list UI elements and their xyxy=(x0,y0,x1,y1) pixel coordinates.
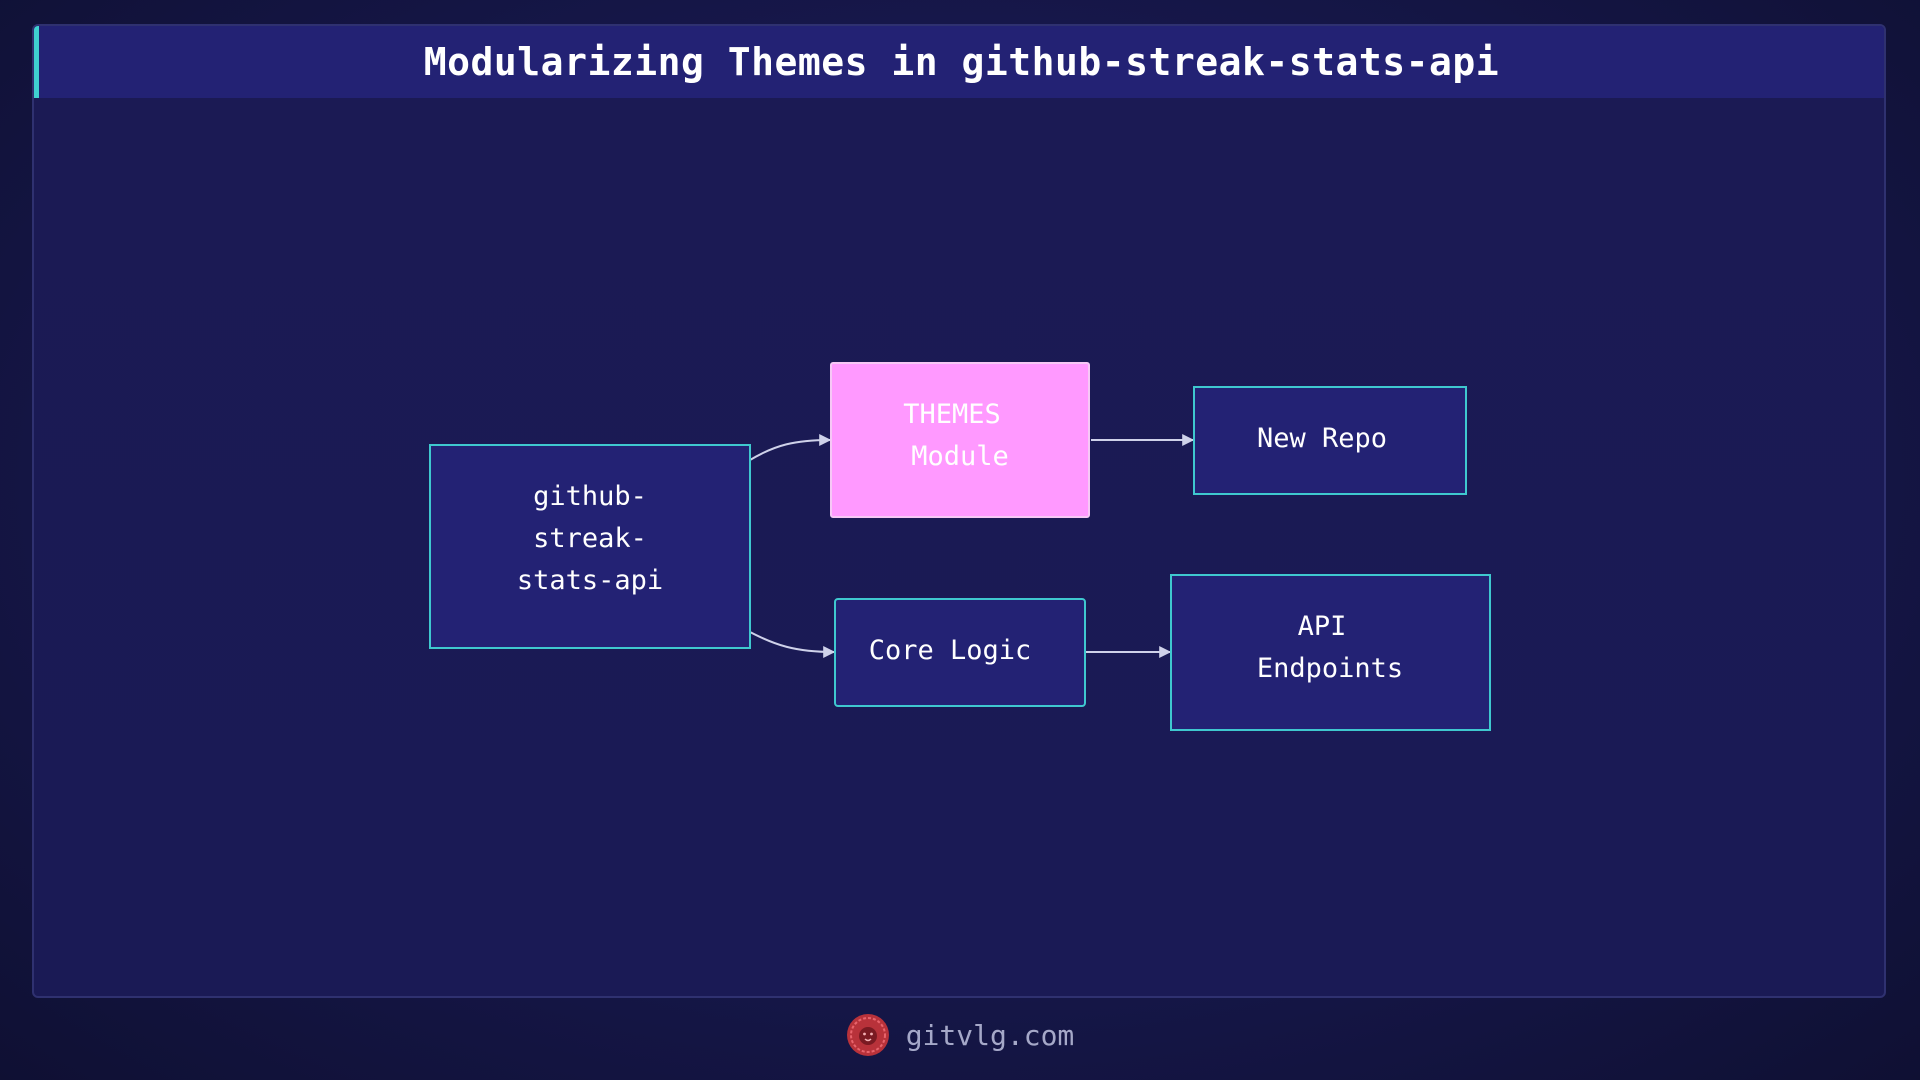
node-label-line: API xyxy=(1298,611,1347,642)
node-new-repo[interactable]: New Repo xyxy=(1193,386,1467,495)
node-label-line: THEMES xyxy=(903,399,1001,430)
node-label-line: Module xyxy=(911,441,1009,472)
node-box xyxy=(1170,574,1491,731)
page-title: Modularizing Themes in github-streak-sta… xyxy=(423,40,1500,84)
diagram-panel: Modularizing Themes in github-streak-sta… xyxy=(32,24,1886,998)
footer-site-link[interactable]: gitvlg.com xyxy=(905,1018,1075,1052)
node-label-line: streak- xyxy=(533,523,647,554)
node-label-line: Endpoints xyxy=(1257,653,1403,684)
node-core-logic[interactable]: Core Logic xyxy=(834,598,1086,707)
node-label-line: github- xyxy=(533,481,647,512)
node-box xyxy=(429,444,751,649)
node-themes-module[interactable]: THEMES Module xyxy=(830,362,1090,518)
lion-logo-icon[interactable] xyxy=(846,1013,890,1057)
node-box-highlight xyxy=(830,362,1090,518)
node-label-line: New Repo xyxy=(1257,423,1387,454)
node-api-endpoints[interactable]: API Endpoints xyxy=(1170,574,1491,731)
node-label-line: stats-api xyxy=(517,565,663,596)
node-box xyxy=(834,598,1086,707)
footer: gitvlg.com xyxy=(0,1010,1920,1060)
node-box xyxy=(1193,386,1467,495)
node-label-line: Core Logic xyxy=(869,635,1032,666)
title-bar: Modularizing Themes in github-streak-sta… xyxy=(34,26,1884,98)
node-github-streak-stats-api[interactable]: github- streak- stats-api xyxy=(429,444,751,649)
edge-repo-themes xyxy=(749,434,832,461)
edge-repo-core xyxy=(749,631,836,658)
